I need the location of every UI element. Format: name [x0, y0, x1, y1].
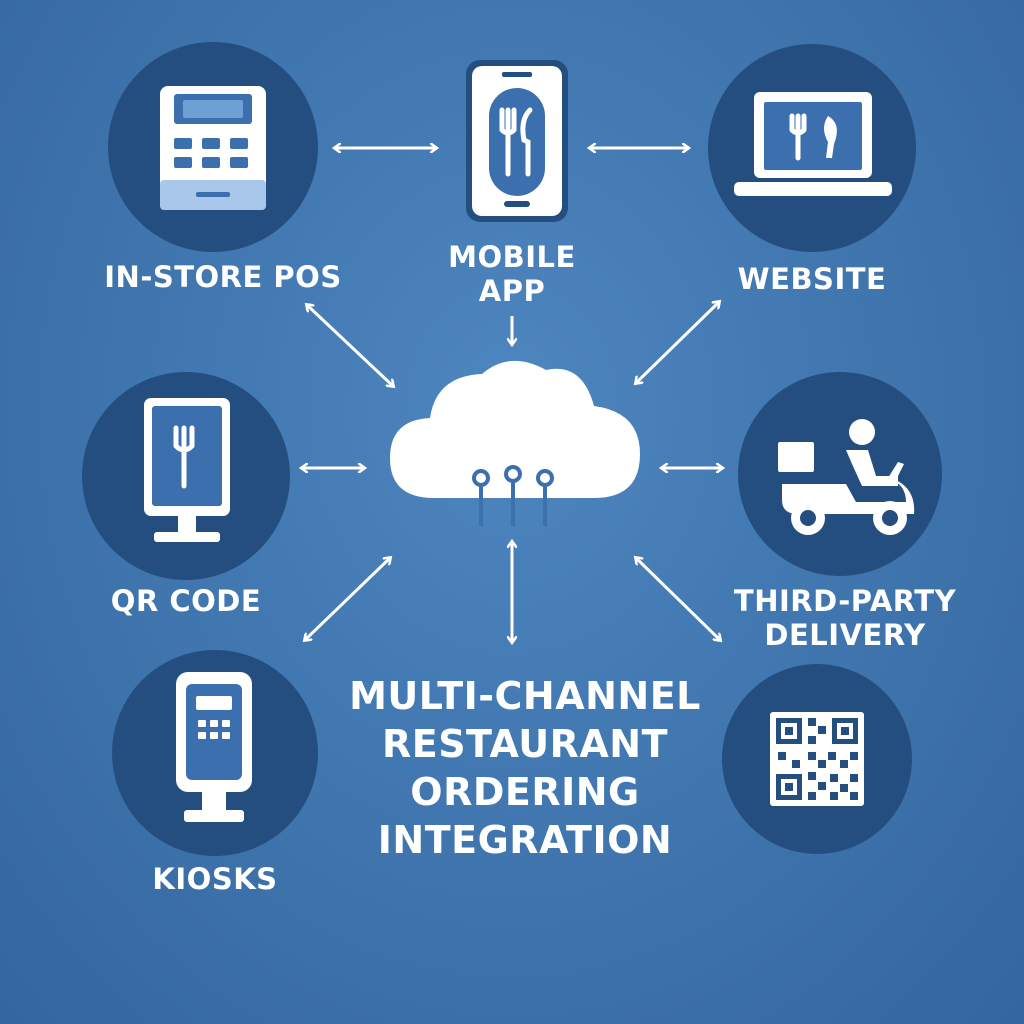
laptop-icon	[734, 92, 892, 196]
delivery-scooter-icon	[778, 419, 915, 535]
mobile-label-line1: MOBILE	[448, 240, 576, 274]
arrow-kiosk-cloud	[305, 558, 390, 640]
arrow-pos-cloud	[307, 305, 393, 386]
website-label: WEBSITE	[737, 262, 887, 296]
kiosk-disc	[112, 650, 318, 856]
pos-disc	[108, 42, 318, 252]
title-line3: ORDERING	[410, 770, 640, 814]
delivery-label-line2: DELIVERY	[764, 618, 926, 652]
delivery-label: THIRD-PARTY DELIVERY	[718, 584, 972, 652]
title-line2: RESTAURANT	[381, 722, 669, 766]
diagram-title: MULTI-CHANNEL RESTAURANT ORDERING INTEGR…	[300, 672, 750, 864]
delivery-label-line1: THIRD-PARTY	[733, 584, 957, 618]
mobile-label-line2: APP	[478, 274, 546, 308]
pos-terminal-icon	[160, 86, 266, 210]
cloud-icon	[390, 360, 640, 526]
mobile-label: MOBILE APP	[430, 240, 594, 308]
smartphone-icon	[466, 60, 568, 222]
qr-code-icon	[770, 712, 864, 806]
title-line1: MULTI-CHANNEL	[349, 674, 701, 718]
qr-label: QR CODE	[110, 584, 262, 618]
arrow-website-cloud	[636, 302, 719, 383]
kiosks-label: KIOSKS	[152, 862, 278, 896]
website-disc	[708, 44, 916, 252]
tablet-stand-icon	[144, 398, 230, 542]
qr-disc	[82, 372, 290, 580]
arrow-cloud-qrsymbol	[636, 558, 720, 640]
title-line4: INTEGRATION	[377, 818, 673, 862]
qr-symbol-disc	[722, 664, 912, 854]
delivery-disc	[738, 372, 942, 576]
pos-label: IN-STORE POS	[104, 260, 342, 294]
kiosk-icon	[176, 672, 252, 822]
